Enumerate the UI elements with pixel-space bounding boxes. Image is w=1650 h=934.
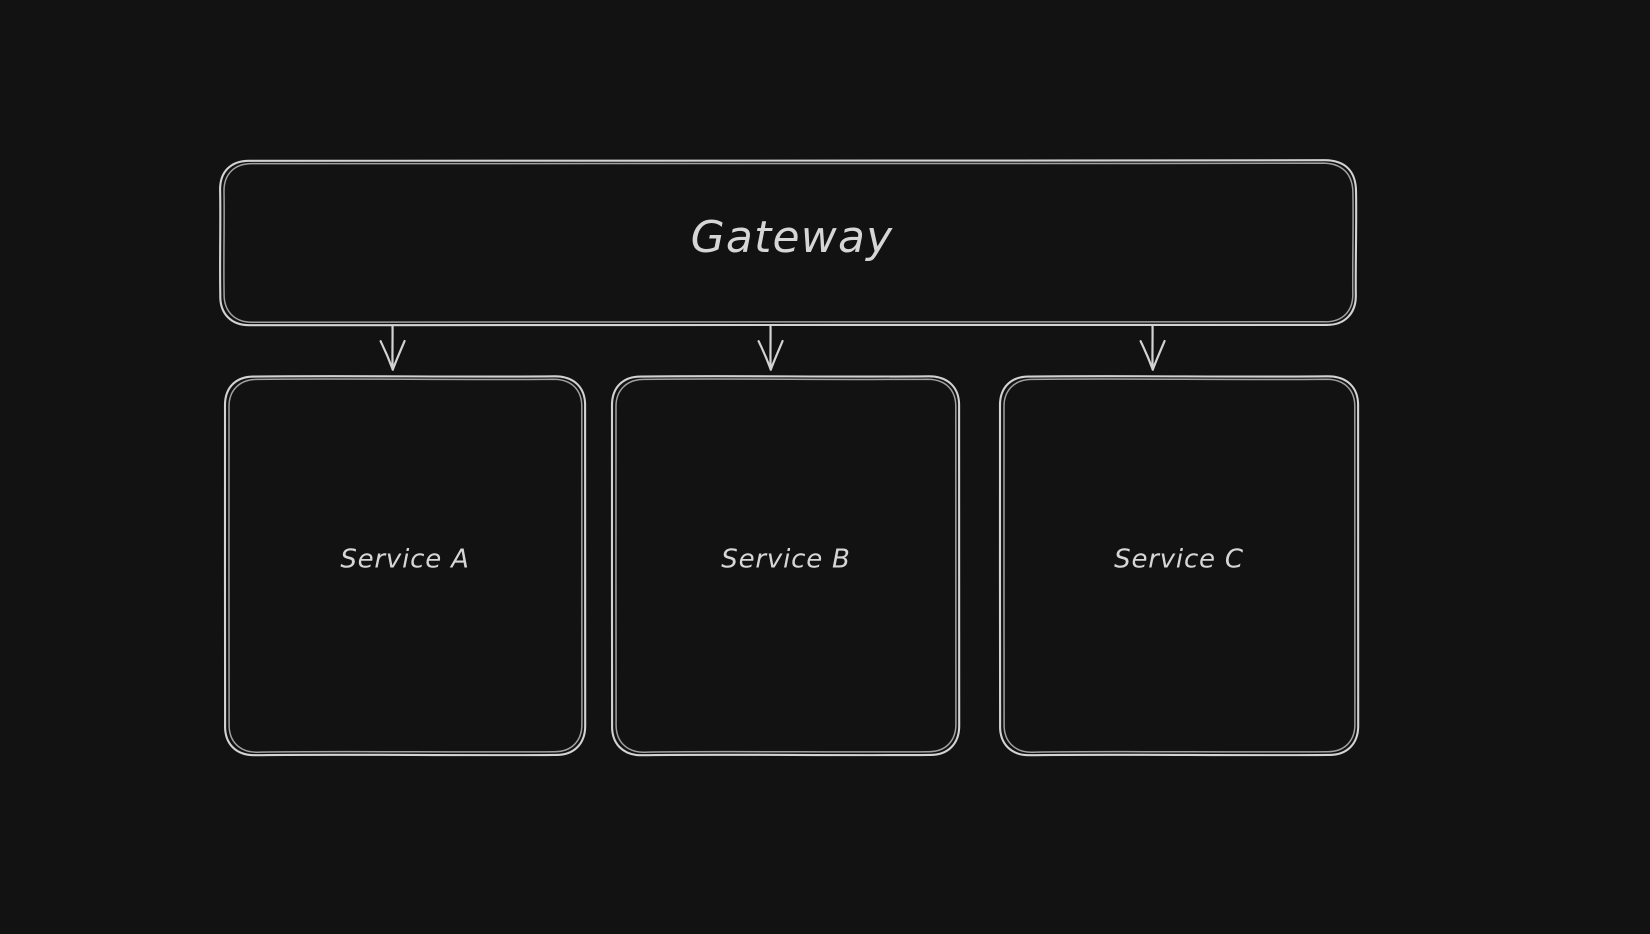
service-c-border-sketch — [1003, 378, 1356, 753]
service-a-border-sketch — [228, 378, 583, 753]
service-b-border — [610, 375, 961, 757]
gateway-border-sketch — [223, 162, 1354, 323]
node-service-c[interactable]: Service C — [998, 375, 1360, 757]
service-c-fill — [1000, 376, 1358, 755]
edge-c-arrowhead-right — [1151, 339, 1166, 371]
edge-gateway-service-c[interactable] — [1139, 324, 1166, 371]
gateway-fill — [220, 160, 1356, 325]
service-b-label: Service B — [721, 545, 850, 575]
edge-b-arrowhead-right — [769, 339, 784, 371]
service-a-border — [223, 375, 587, 757]
edge-gateway-service-a[interactable] — [379, 324, 406, 371]
service-a-label: Service A — [340, 545, 469, 575]
service-c-label: Service C — [1114, 545, 1244, 575]
edge-gateway-service-b[interactable] — [757, 324, 784, 371]
service-c-border — [998, 375, 1360, 757]
gateway-border — [219, 159, 1358, 327]
node-service-a[interactable]: Service A — [223, 375, 587, 757]
service-b-fill — [612, 376, 959, 755]
edge-a-arrowhead-left — [379, 340, 394, 371]
edge-c-arrowhead-left — [1139, 340, 1154, 371]
edge-b-arrowhead-left — [757, 340, 772, 371]
node-gateway[interactable]: Gateway — [219, 159, 1358, 327]
gateway-label: Gateway — [691, 212, 894, 263]
node-service-b[interactable]: Service B — [610, 375, 961, 757]
service-a-fill — [225, 376, 585, 755]
edge-a-arrowhead-right — [391, 339, 406, 371]
service-b-border-sketch — [615, 378, 957, 753]
